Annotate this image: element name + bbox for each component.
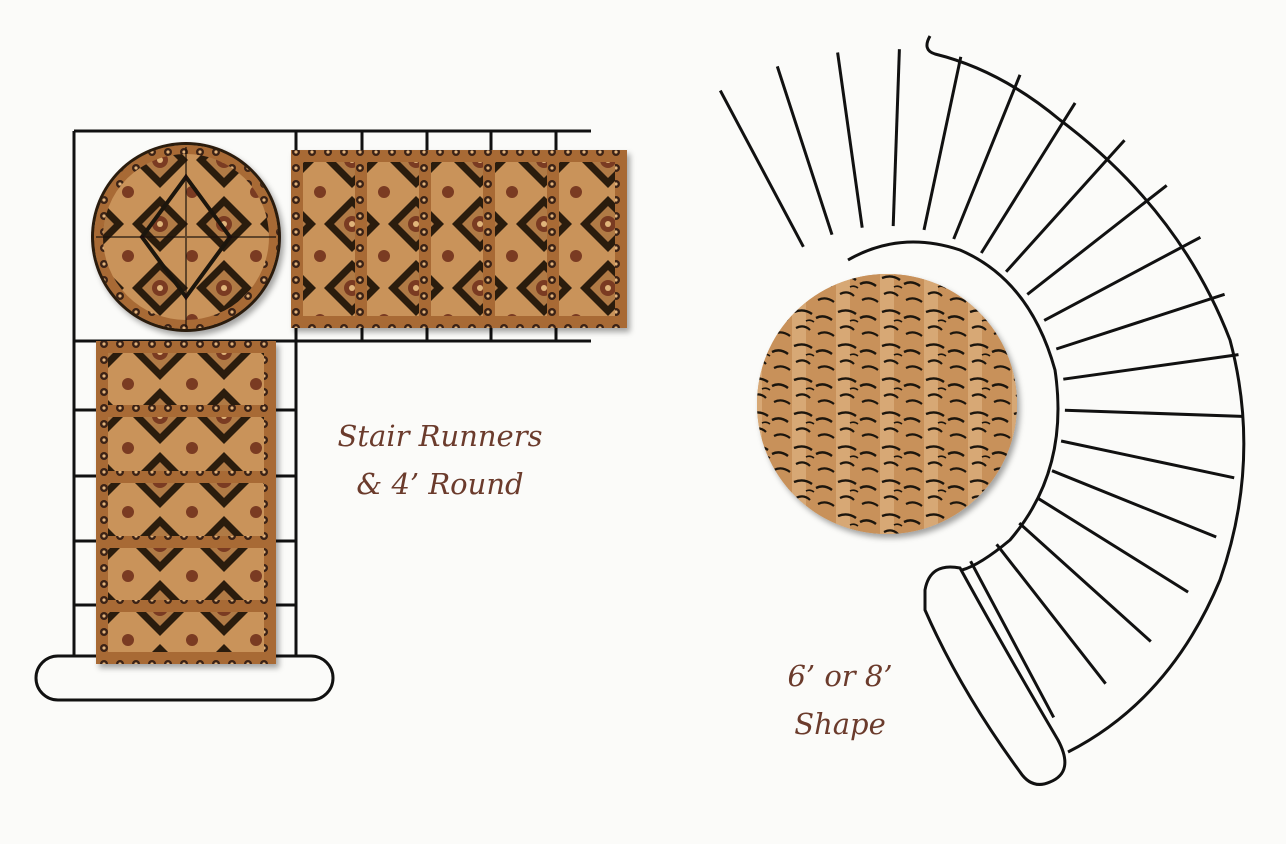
left-caption-line1: Stair Runners: [337, 419, 543, 453]
stair-tread-line: [1004, 139, 1126, 273]
top-runner: [291, 150, 627, 328]
right-caption-line1: 6’ or 8’: [787, 659, 893, 693]
runner-tread: [96, 600, 276, 664]
stair-tread-line: [1064, 408, 1242, 418]
stair-tread-line: [922, 56, 963, 231]
runner-tread: [96, 536, 276, 612]
tiger-rug: [757, 274, 1017, 534]
stair-tread-line: [891, 49, 901, 227]
left-caption-line2: & 4’ Round: [356, 467, 524, 501]
curved-treads: [718, 49, 1242, 719]
stair-tread-line: [1043, 235, 1202, 322]
runner-tread: [355, 150, 433, 328]
bottom-newel-step: [923, 565, 1067, 786]
runner-tread: [96, 341, 276, 417]
stair-tread-line: [1018, 521, 1152, 643]
right-caption-line2: Shape: [794, 707, 886, 741]
stair-tread-line: [1055, 292, 1226, 351]
runner-tread: [291, 150, 369, 328]
stair-tread-line: [718, 89, 805, 248]
runner-tread: [547, 150, 627, 328]
runner-tread: [419, 150, 497, 328]
stair-tread-line: [969, 560, 1056, 719]
stair-tread-line: [995, 543, 1107, 685]
stair-tread-line: [980, 102, 1077, 254]
runner-tread: [483, 150, 561, 328]
inner-stringer: [847, 240, 1060, 572]
right-caption: 6’ or 8’ Shape: [770, 652, 910, 748]
round-rug: [91, 142, 281, 332]
stair-tread-line: [1026, 184, 1168, 296]
curved-staircase: [718, 35, 1246, 786]
stair-tread-line: [1063, 353, 1239, 381]
stair-tread-line: [836, 52, 864, 228]
runner-tread: [96, 471, 276, 548]
left-runner: [96, 341, 276, 664]
outer-stringer: [925, 35, 1246, 754]
stair-tread-line: [1060, 439, 1235, 480]
left-caption: Stair Runners & 4’ Round: [330, 412, 550, 508]
stair-tread-line: [775, 65, 834, 236]
runner-tread: [96, 405, 276, 483]
stair-tread-line: [952, 74, 1022, 240]
stair-tread-line: [1051, 469, 1217, 539]
stair-tread-line: [1037, 497, 1189, 594]
